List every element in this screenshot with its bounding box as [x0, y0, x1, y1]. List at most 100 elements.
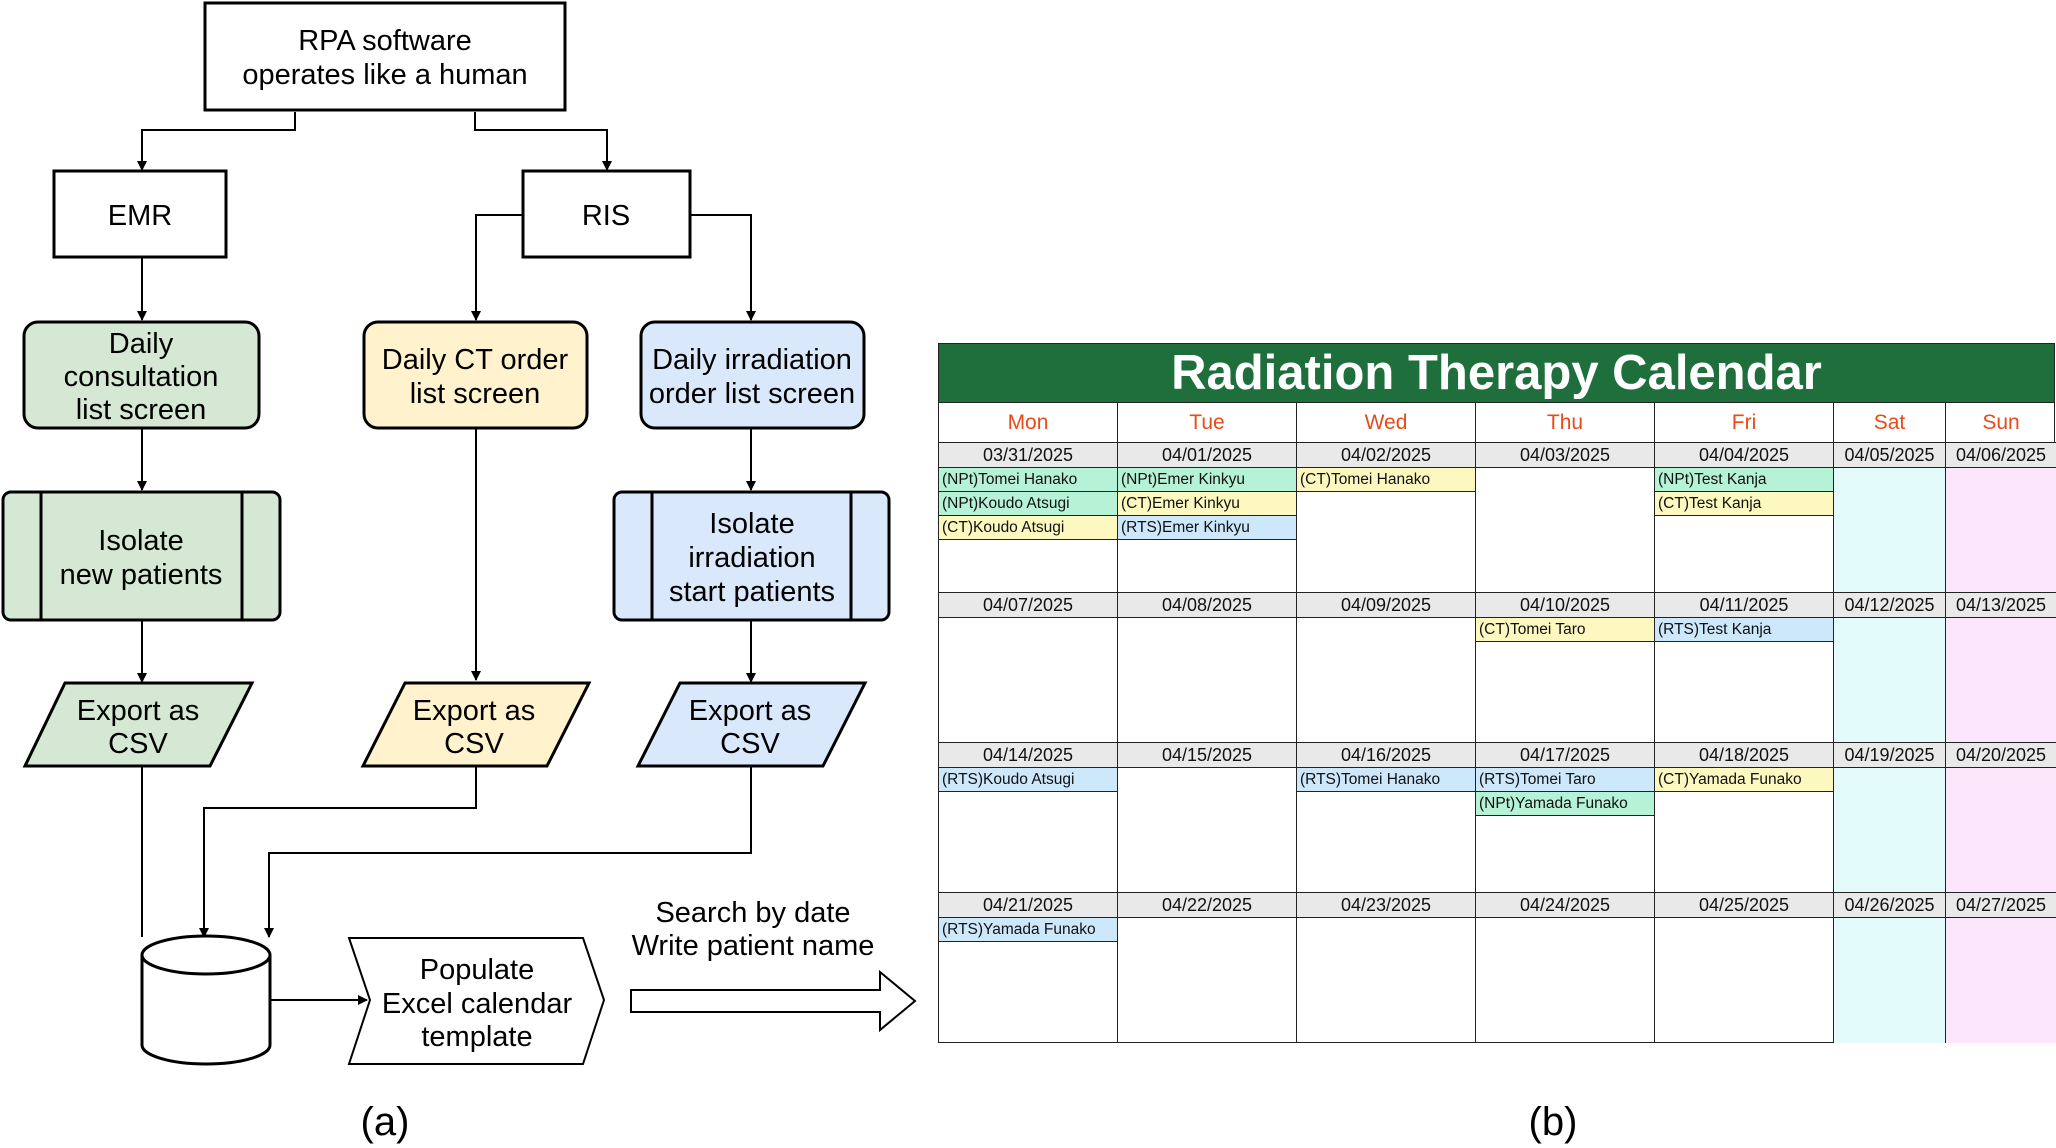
connectors	[137, 112, 756, 1005]
calendar-day-mon: 04/07/2025	[939, 593, 1118, 743]
emr-box	[52, 169, 228, 259]
calendar-day-thu: 04/03/2025	[1476, 443, 1655, 593]
calendar-day-mon: 04/21/2025(RTS)Yamada Funako	[939, 893, 1118, 1043]
calendar-day-fri: 04/04/2025(NPt)Test Kanja(CT)Test Kanja	[1655, 443, 1834, 593]
calendar-day-mon: 04/14/2025(RTS)Koudo Atsugi	[939, 743, 1118, 893]
daily-consultation-label-3: list screen	[76, 394, 207, 426]
calendar-day-body: (CT)Yamada Funako	[1655, 768, 1833, 892]
calendar-day-mon: 03/31/2025(NPt)Tomei Hanako(NPt)Koudo At…	[939, 443, 1118, 593]
calendar-date: 04/16/2025	[1297, 743, 1475, 768]
calendar-day-body	[1946, 768, 2056, 892]
calendar-date: 04/07/2025	[939, 593, 1117, 618]
calendar-day-body	[1946, 618, 2056, 742]
caption-a: (a)	[361, 1100, 410, 1144]
calendar-date: 04/04/2025	[1655, 443, 1833, 468]
calendar-day-body	[1118, 618, 1296, 742]
calendar-day-thu: 04/24/2025	[1476, 893, 1655, 1043]
calendar-day-sun: 04/20/2025	[1946, 743, 2056, 893]
calendar-date: 04/03/2025	[1476, 443, 1654, 468]
export-csv-blue-label-2: CSV	[720, 728, 780, 760]
calendar-day-fri: 04/25/2025	[1655, 893, 1834, 1043]
calendar-date: 04/09/2025	[1297, 593, 1475, 618]
calendar-grid: Mon Tue Wed Thu Fri Sat Sun 03/31/2025(N…	[939, 403, 2056, 1043]
calendar-entry: (NPt)Yamada Funako	[1476, 792, 1654, 816]
calendar-day-body	[1834, 768, 1945, 892]
radiation-therapy-calendar: Radiation Therapy Calendar Mon Tue Wed T…	[938, 343, 2056, 1043]
calendar-day-body	[1476, 468, 1654, 592]
calendar-date: 04/17/2025	[1476, 743, 1654, 768]
calendar-day-fri: 04/18/2025(CT)Yamada Funako	[1655, 743, 1834, 893]
calendar-entry: (NPt)Test Kanja	[1655, 468, 1833, 492]
calendar-day-wed: 04/16/2025(RTS)Tomei Hanako	[1297, 743, 1476, 893]
calendar-day-sat: 04/26/2025	[1834, 893, 1946, 1043]
populate-label-1: Populate	[420, 954, 535, 986]
emr-label: EMR	[108, 200, 172, 232]
daily-ct-order-label-1: Daily CT order	[382, 344, 569, 376]
calendar-day-sun: 04/27/2025	[1946, 893, 2056, 1043]
day-header-thu: Thu	[1476, 403, 1655, 443]
export-csv-green-label-1: Export as	[77, 695, 200, 727]
calendar-day-tue: 04/15/2025	[1118, 743, 1297, 893]
calendar-day-body: (RTS)Koudo Atsugi	[939, 768, 1117, 892]
calendar-date: 04/26/2025	[1834, 893, 1945, 918]
calendar-day-sat: 04/19/2025	[1834, 743, 1946, 893]
calendar-day-body: (RTS)Tomei Taro(NPt)Yamada Funako	[1476, 768, 1654, 892]
calendar-date: 04/23/2025	[1297, 893, 1475, 918]
rpa-software-label-2: operates like a human	[242, 59, 527, 91]
calendar-entry: (NPt)Emer Kinkyu	[1118, 468, 1296, 492]
calendar-date: 03/31/2025	[939, 443, 1117, 468]
calendar-date: 04/19/2025	[1834, 743, 1945, 768]
daily-consultation-label-1: Daily	[109, 328, 174, 360]
database-icon	[140, 934, 272, 1066]
calendar-date: 04/12/2025	[1834, 593, 1945, 618]
calendar-day-tue: 04/08/2025	[1118, 593, 1297, 743]
calendar-entry: (RTS)Tomei Taro	[1476, 768, 1654, 792]
day-header-wed: Wed	[1297, 403, 1476, 443]
calendar-day-body	[1297, 618, 1475, 742]
calendar-entry: (CT)Yamada Funako	[1655, 768, 1833, 792]
calendar-date: 04/08/2025	[1118, 593, 1296, 618]
calendar-date: 04/06/2025	[1946, 443, 2056, 468]
export-csv-yellow-label-2: CSV	[444, 728, 504, 760]
export-csv-green	[22, 681, 255, 768]
isolate-irradiation-start-label-3: start patients	[669, 576, 835, 608]
calendar-day-body	[1118, 918, 1296, 1043]
calendar-date: 04/24/2025	[1476, 893, 1654, 918]
day-header-fri: Fri	[1655, 403, 1834, 443]
calendar-date: 04/21/2025	[939, 893, 1117, 918]
isolate-irradiation-start-label-1: Isolate	[709, 508, 794, 540]
calendar-date: 04/14/2025	[939, 743, 1117, 768]
calendar-day-body	[1834, 468, 1945, 592]
calendar-date: 04/05/2025	[1834, 443, 1945, 468]
calendar-title: Radiation Therapy Calendar	[939, 344, 2054, 403]
calendar-day-body: (RTS)Tomei Hanako	[1297, 768, 1475, 892]
calendar-day-fri: 04/11/2025(RTS)Test Kanja	[1655, 593, 1834, 743]
isolate-irradiation-start-label-2: irradiation	[688, 542, 815, 574]
calendar-entry: (NPt)Koudo Atsugi	[939, 492, 1117, 516]
ris-label: RIS	[582, 200, 630, 232]
daily-consultation-box	[22, 320, 261, 430]
calendar-day-body	[1476, 918, 1654, 1043]
calendar-day-sat: 04/05/2025	[1834, 443, 1946, 593]
calendar-day-sun: 04/06/2025	[1946, 443, 2056, 593]
export-csv-blue	[635, 681, 868, 768]
rpa-software-label-1: RPA software	[298, 25, 472, 57]
calendar-entry: (RTS)Emer Kinkyu	[1118, 516, 1296, 540]
calendar-entry: (RTS)Test Kanja	[1655, 618, 1833, 642]
daily-consultation-label-2: consultation	[64, 361, 219, 393]
daily-ct-order-label-2: list screen	[410, 378, 541, 410]
calendar-date: 04/11/2025	[1655, 593, 1833, 618]
isolate-new-patients-box	[1, 490, 282, 622]
calendar-day-body	[1297, 918, 1475, 1043]
calendar-day-tue: 04/01/2025(NPt)Emer Kinkyu(CT)Emer Kinky…	[1118, 443, 1297, 593]
calendar-day-sat: 04/12/2025	[1834, 593, 1946, 743]
calendar-day-tue: 04/22/2025	[1118, 893, 1297, 1043]
daily-ct-order-box	[362, 320, 589, 430]
day-header-sat: Sat	[1834, 403, 1946, 443]
isolate-new-patients-label-1: Isolate	[98, 525, 183, 557]
calendar-date: 04/02/2025	[1297, 443, 1475, 468]
calendar-date: 04/27/2025	[1946, 893, 2056, 918]
calendar-day-thu: 04/17/2025(RTS)Tomei Taro(NPt)Yamada Fun…	[1476, 743, 1655, 893]
calendar-date: 04/25/2025	[1655, 893, 1833, 918]
calendar-day-body	[1834, 918, 1945, 1043]
